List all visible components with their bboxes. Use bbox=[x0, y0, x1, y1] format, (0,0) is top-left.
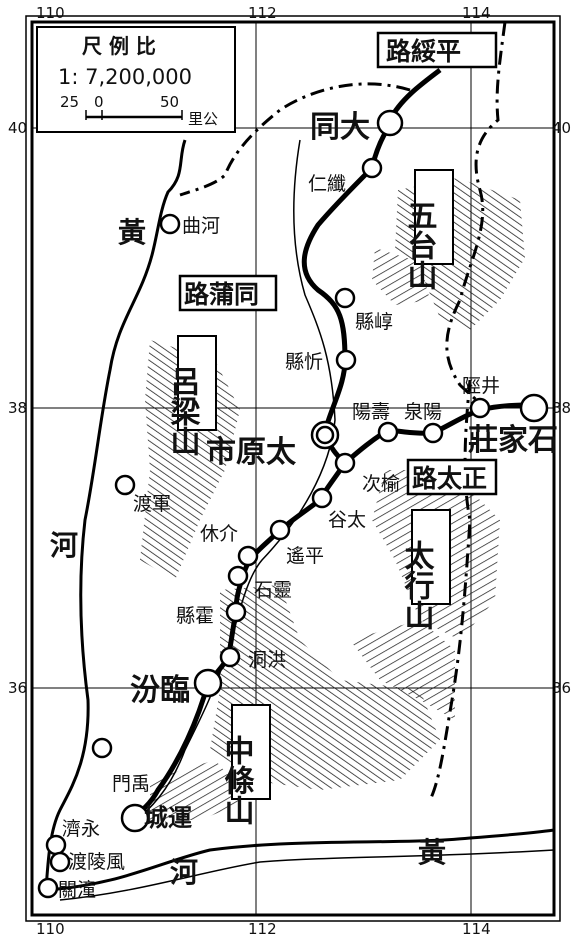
junqu-label: 渡軍 bbox=[133, 493, 171, 515]
stations bbox=[37, 109, 549, 899]
niangziguan-marker bbox=[469, 397, 491, 419]
province-boundary bbox=[179, 21, 507, 801]
taihang-mountain-label: 太行山 bbox=[399, 540, 436, 630]
yuncheng-label: 城運 bbox=[144, 804, 192, 832]
scale-bar-label-0: 0 bbox=[94, 93, 104, 111]
map-frame bbox=[30, 20, 556, 917]
tick-left-38: 38 bbox=[8, 399, 27, 417]
yellow-river-south bbox=[45, 828, 555, 892]
datong-marker bbox=[376, 109, 404, 137]
yumen-marker bbox=[91, 737, 113, 759]
lingshi-label: 石靈 bbox=[254, 579, 292, 601]
tick-bottom-114: 114 bbox=[462, 920, 491, 938]
tongguan-marker bbox=[37, 877, 59, 899]
scale-legend: 尺 例 比 1: 7,200,000 25 0 50 里公 bbox=[36, 26, 236, 133]
he-river-label-south: 河 bbox=[170, 856, 198, 889]
hongtong-label: 洞洪 bbox=[248, 649, 286, 671]
huang-river-label-west: 黃 bbox=[118, 216, 146, 249]
guoxian-label: 縣崞 bbox=[355, 311, 393, 333]
he-river-label-west: 河 bbox=[50, 529, 78, 562]
tick-labels: 110 112 114 110 112 114 40 38 36 40 38 3… bbox=[8, 4, 571, 938]
wutai-mountain-label: 五台山 bbox=[402, 200, 437, 290]
river-labels: 黃 河 河 黃 bbox=[50, 216, 446, 889]
scale-ratio: 1: 7,200,000 bbox=[58, 65, 192, 89]
shouyang-marker bbox=[377, 421, 399, 443]
hequ-marker bbox=[159, 213, 181, 235]
tick-left-36: 36 bbox=[8, 679, 27, 697]
hequ-label: 曲河 bbox=[182, 215, 220, 237]
guoxian-marker bbox=[334, 287, 356, 309]
jiexiu-label: 休介 bbox=[200, 523, 238, 545]
shijiazhuang-marker bbox=[519, 393, 549, 423]
yangquan-marker bbox=[422, 422, 444, 444]
scale-bar-label-25: 25 bbox=[60, 93, 79, 111]
linfen-marker bbox=[193, 668, 223, 698]
huoxian-label: 縣霍 bbox=[176, 605, 214, 627]
tick-top-112: 112 bbox=[248, 4, 277, 22]
zhengtai-railway-label: 路太正 bbox=[412, 464, 487, 493]
map-outer-frame bbox=[25, 15, 561, 922]
fenglingdu-marker bbox=[49, 851, 71, 873]
scale-unit: 里公 bbox=[188, 110, 218, 128]
renyi-marker bbox=[361, 157, 383, 179]
jiexiu-marker bbox=[237, 545, 259, 567]
lingshi-marker bbox=[227, 565, 249, 587]
pingyao-marker bbox=[269, 519, 291, 541]
yuncheng-marker bbox=[120, 803, 150, 833]
tick-top-110: 110 bbox=[36, 4, 65, 22]
linfen-label: 汾臨 bbox=[130, 673, 190, 708]
huoxian-marker bbox=[225, 601, 247, 623]
taigu-marker bbox=[311, 487, 333, 509]
tick-right-40: 40 bbox=[552, 119, 571, 137]
zhongtiao-mountain-label: 中條山 bbox=[219, 735, 255, 825]
taigu-label: 谷太 bbox=[328, 509, 366, 531]
yongji-label: 濟永 bbox=[62, 818, 100, 840]
pingsui-railway-label: 路綏平 bbox=[386, 37, 461, 66]
shouyang-label: 陽壽 bbox=[352, 401, 390, 423]
hongtong-marker bbox=[219, 646, 241, 668]
huang-river-label-south: 黃 bbox=[418, 836, 446, 869]
taiyuan-marker-inner bbox=[315, 425, 335, 445]
junqu-marker bbox=[114, 474, 136, 496]
yuci-marker bbox=[334, 452, 356, 474]
yangquan-label: 泉陽 bbox=[404, 401, 442, 423]
scale-title: 尺 例 比 bbox=[82, 34, 156, 58]
yellow-river-west bbox=[44, 139, 187, 891]
niangziguan-label: 陘井 bbox=[462, 375, 500, 397]
tick-bottom-112: 112 bbox=[248, 920, 277, 938]
yellow-river-south-bank bbox=[59, 849, 555, 901]
tick-left-40: 40 bbox=[8, 119, 27, 137]
fenglingdu-label: 渡陵風 bbox=[68, 851, 125, 873]
tick-top-114: 114 bbox=[462, 4, 491, 22]
tick-right-36: 36 bbox=[552, 679, 571, 697]
xinxian-marker bbox=[335, 349, 357, 371]
yuci-label: 次榆 bbox=[362, 473, 400, 495]
tongguan-label: 關潼 bbox=[58, 879, 96, 901]
mountain-labels: 五台山 呂梁山 太行山 中條山 bbox=[165, 169, 454, 825]
tick-bottom-110: 110 bbox=[36, 920, 65, 938]
tongpu-railway-label: 路蒲同 bbox=[184, 280, 259, 309]
shijiazhuang-label: 莊家石 bbox=[468, 423, 558, 458]
taiyuan-label: 市原太 bbox=[206, 435, 297, 470]
railway-labels: 路綏平 路蒲同 路太正 bbox=[178, 31, 498, 496]
tick-right-38: 38 bbox=[552, 399, 571, 417]
xinxian-label: 縣忻 bbox=[285, 351, 323, 373]
yumen-label: 門禹 bbox=[112, 773, 150, 795]
place-labels: 同大 市原太 莊家石 汾臨 城運 泉陽 陘井 陽壽 次榆 谷太 遙平 休介 石靈… bbox=[58, 110, 558, 901]
luliang-mountain-label: 呂梁山 bbox=[165, 366, 201, 456]
datong-label: 同大 bbox=[310, 110, 370, 145]
renyi-label: 仁纖 bbox=[308, 173, 346, 195]
pingyao-label: 遙平 bbox=[286, 545, 324, 567]
scale-bar-label-50: 50 bbox=[160, 93, 179, 111]
